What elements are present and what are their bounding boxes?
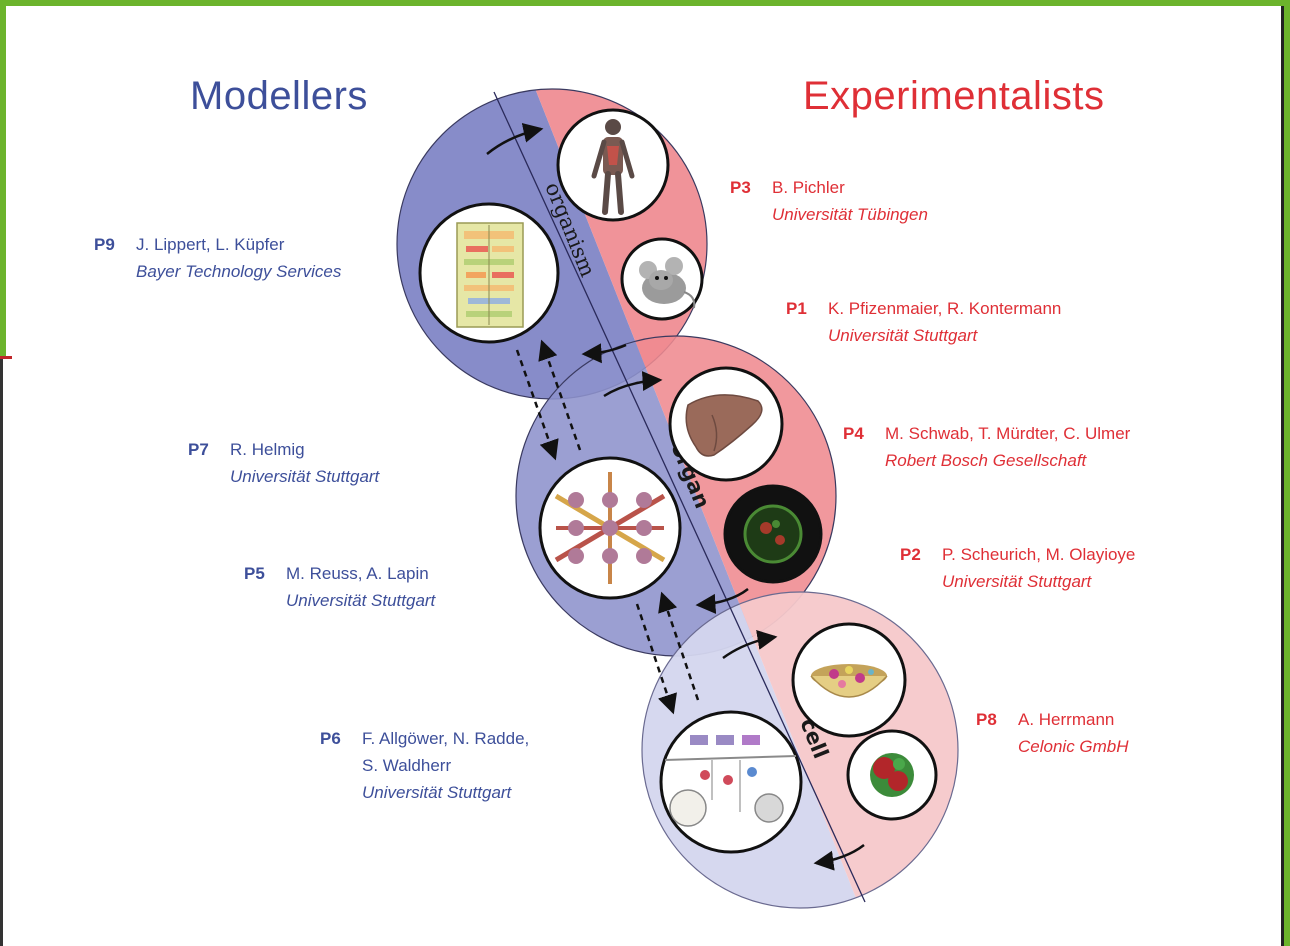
project-id: P4: [843, 424, 864, 443]
project-institution: Universität Stuttgart: [942, 572, 1092, 591]
dashed-arrow-organism-to-organ-1: [515, 349, 559, 461]
project-names-line1: F. Allgöwer, N. Radde,: [362, 729, 530, 748]
project-names: B. Pichler: [772, 178, 845, 197]
dashed-arrow-organ-to-cell-1: [635, 603, 677, 715]
project-p1: P1 K. Pfizenmaier, R. Kontermann Univers…: [786, 295, 1061, 349]
solid-arrows: [486, 122, 865, 871]
dashed-arrows: [515, 339, 700, 715]
experimentalists-header: Experimentalists: [803, 74, 1105, 118]
divider-line: [493, 91, 866, 903]
project-institution: Universität Stuttgart: [286, 591, 436, 610]
pathway-model-icon: [418, 202, 560, 344]
project-names: K. Pfizenmaier, R. Kontermann: [828, 299, 1062, 318]
tissue-grid-model-icon: [538, 456, 682, 600]
dashed-arrow-organ-to-cell-2: [658, 591, 700, 701]
project-p9: P9 J. Lippert, L. Küpfer Bayer Technolog…: [94, 231, 341, 285]
cell-cluster-icon: [846, 729, 938, 821]
project-names: J. Lippert, L. Küpfer: [136, 235, 285, 254]
project-p3: P3 B. Pichler Universität Tübingen: [730, 174, 928, 228]
project-institution: Celonic GmbH: [1018, 737, 1129, 756]
project-p5: P5 M. Reuss, A. Lapin Universität Stuttg…: [244, 560, 435, 614]
arrow-organism-model-to-exp: [486, 122, 544, 155]
arrow-cell-model-to-exp: [722, 630, 778, 660]
project-p6: P6 F. Allgöwer, N. Radde, S. Waldherr Un…: [320, 725, 529, 806]
cell-culture-icon: [791, 622, 907, 738]
project-id: P9: [94, 235, 115, 254]
arrow-organism-exp-to-model: [581, 343, 627, 364]
project-institution: Robert Bosch Gesellschaft: [885, 451, 1087, 470]
project-names: R. Helmig: [230, 440, 305, 459]
arrow-organ-model-to-exp: [603, 371, 663, 398]
project-id: P8: [976, 710, 997, 729]
project-names: P. Scheurich, M. Olayioye: [942, 545, 1136, 564]
project-p7: P7 R. Helmig Universität Stuttgart: [188, 436, 379, 490]
project-institution: Bayer Technology Services: [136, 262, 342, 281]
tumor-section-icon: [723, 484, 823, 584]
project-id: P5: [244, 564, 265, 583]
project-names: A. Herrmann: [1018, 710, 1115, 729]
arrow-organ-exp-to-model: [695, 588, 749, 614]
project-names-line2: S. Waldherr: [362, 756, 452, 775]
project-institution: Universität Stuttgart: [362, 783, 512, 802]
project-p4: P4 M. Schwab, T. Mürdter, C. Ulmer Rober…: [843, 420, 1130, 474]
project-institution: Universität Tübingen: [772, 205, 928, 224]
project-p2: P2 P. Scheurich, M. Olayioye Universität…: [900, 541, 1135, 595]
signaling-network-icon: [659, 710, 803, 854]
project-names: M. Schwab, T. Mürdter, C. Ulmer: [885, 424, 1131, 443]
mouse-icon: [620, 237, 704, 321]
project-id: P2: [900, 545, 921, 564]
arrow-cell-exp-to-model: [813, 844, 865, 871]
project-id: P3: [730, 178, 751, 197]
dashed-arrow-organism-to-organ-2: [538, 339, 582, 451]
project-institution: Universität Stuttgart: [828, 326, 978, 345]
human-body-icon: [556, 108, 670, 222]
project-p8: P8 A. Herrmann Celonic GmbH: [976, 706, 1129, 760]
project-id: P6: [320, 729, 341, 748]
project-names: M. Reuss, A. Lapin: [286, 564, 429, 583]
project-id: P7: [188, 440, 209, 459]
liver-icon: [668, 366, 784, 482]
project-id: P1: [786, 299, 807, 318]
project-institution: Universität Stuttgart: [230, 467, 380, 486]
modellers-header: Modellers: [190, 74, 368, 118]
